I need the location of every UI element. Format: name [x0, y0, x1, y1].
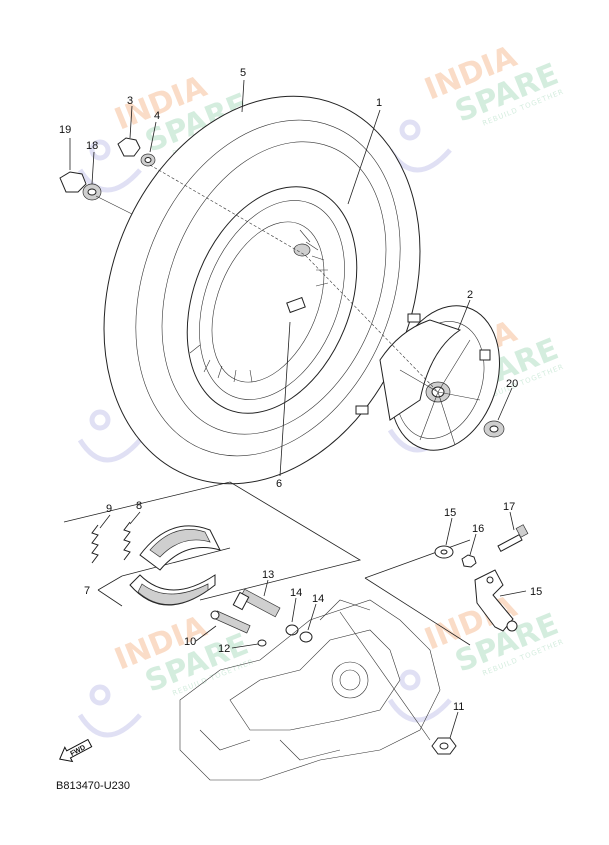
callout-14b: 14 — [312, 593, 324, 605]
brake-springs — [91, 521, 131, 564]
callout-1: 1 — [376, 97, 382, 109]
callout-15: 15 — [530, 586, 542, 598]
callout-19: 18 — [86, 140, 98, 152]
watermark-top-right: INDIA SPARE REBUILD TOGETHER — [420, 39, 565, 130]
washer-21-hole — [489, 425, 499, 433]
o-ring-14b — [299, 631, 313, 643]
callout-2: 2 — [467, 289, 473, 301]
o-ring-14a — [285, 624, 299, 636]
callout-10: 10 — [184, 636, 196, 648]
fwd-label: FWD — [69, 744, 86, 758]
callout-6: 6 — [276, 478, 282, 490]
rear-hub — [355, 305, 500, 451]
crankcase — [179, 599, 441, 781]
callout-13: 13 — [262, 569, 274, 581]
callout-5: 5 — [240, 67, 246, 79]
callout-3: 3 — [127, 95, 133, 107]
watermark-bottom-left: INDIA SPARE REBUILD TOGETHER — [110, 609, 255, 700]
axle-nuts — [59, 137, 156, 201]
callout-7: 7 — [84, 585, 90, 597]
pin-and-oring — [210, 610, 267, 647]
callout-18: 17 — [503, 501, 515, 513]
callout-11: 11 — [453, 701, 464, 713]
leader-lines — [69, 79, 527, 739]
callout-20: 19 — [59, 124, 71, 136]
callout-21: 20 — [506, 378, 518, 390]
brake-camshaft — [232, 588, 281, 618]
exploded-frame-lines — [63, 481, 471, 646]
callout-labels: 5 1 3 4 19 18 2 20 6 9 8 7 13 14 14 10 1… — [59, 67, 542, 713]
nut-11-hole — [439, 742, 449, 750]
callout-12: 12 — [218, 643, 230, 655]
callout-4: 4 — [154, 110, 160, 122]
diagram-code: B813470-U230 — [56, 780, 130, 792]
leader-19 — [95, 195, 133, 215]
axle-centerline — [149, 164, 439, 393]
callout-16: 15 — [444, 507, 456, 519]
wheel-rim — [186, 186, 358, 414]
callout-17: 16 — [472, 523, 484, 535]
callout-9: 9 — [106, 503, 112, 515]
brake-arm — [434, 524, 529, 632]
callout-14a: 14 — [290, 587, 302, 599]
callout-8: 8 — [136, 500, 142, 512]
brake-shoes — [129, 525, 221, 606]
fwd-arrow-icon: FWD — [59, 738, 93, 763]
